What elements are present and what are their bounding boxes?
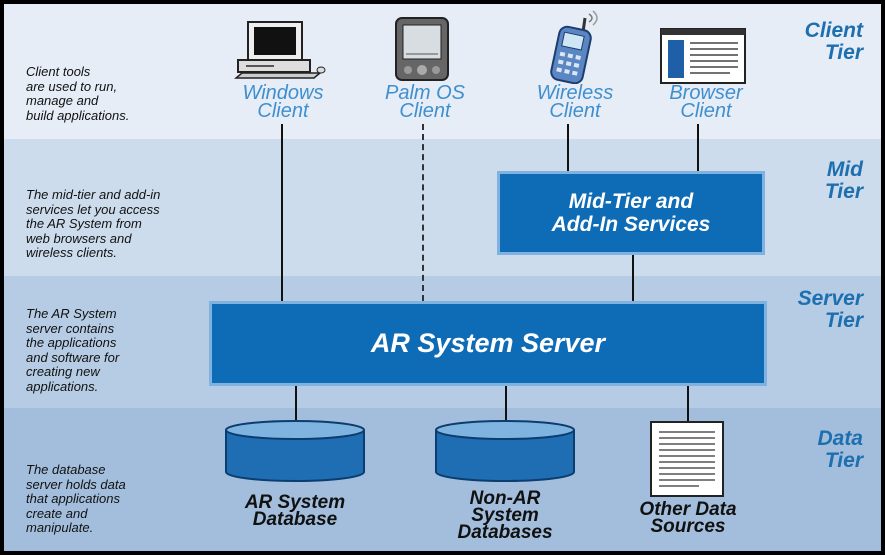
client-tier-note: Client tools are used to run, manage and… — [26, 64, 130, 123]
non-ar-database-label: Non-AR System Databases — [457, 488, 553, 543]
other-data-sources-label: Other Data Sources — [639, 499, 737, 537]
windows-client-label: Windows Client — [242, 82, 324, 122]
ar-database-icon — [225, 420, 365, 482]
mid-tier-services-box: Mid-Tier and Add-In Services — [497, 171, 765, 255]
data-tier-note: The database server holds data that appl… — [26, 462, 126, 535]
wireless-client-label: Wireless Client — [536, 82, 614, 122]
mid-tier-label: Mid Tier — [824, 158, 863, 203]
wireless-phone-icon — [550, 10, 598, 84]
data-tier-label: Data Tier — [817, 427, 863, 472]
wireless-connector — [567, 124, 569, 171]
ar-database-label: AR System Database — [244, 492, 346, 530]
mid-server-connector — [632, 255, 634, 301]
server-tier-note: The AR System server contains the applic… — [26, 306, 120, 394]
palm-client-label: Palm OS Client — [384, 82, 466, 122]
server-tier-label: Server Tier — [797, 287, 863, 332]
palm-connector — [422, 124, 424, 301]
client-tier-label: Client Tier — [804, 19, 863, 64]
windows-connector — [281, 124, 283, 301]
mid-tier-note: The mid-tier and add-in services let you… — [26, 187, 161, 260]
browser-window-icon — [660, 28, 746, 84]
other-sources-connector — [687, 386, 689, 422]
non-ar-database-icon — [435, 420, 575, 482]
browser-connector — [697, 124, 699, 171]
browser-client-label: Browser Client — [669, 82, 743, 122]
palm-device-icon — [395, 17, 449, 81]
desktop-computer-icon — [234, 21, 326, 79]
non-ar-db-connector — [505, 386, 507, 422]
ar-system-server-box: AR System Server — [209, 301, 767, 386]
document-icon — [650, 421, 724, 497]
ar-db-connector — [295, 386, 297, 422]
